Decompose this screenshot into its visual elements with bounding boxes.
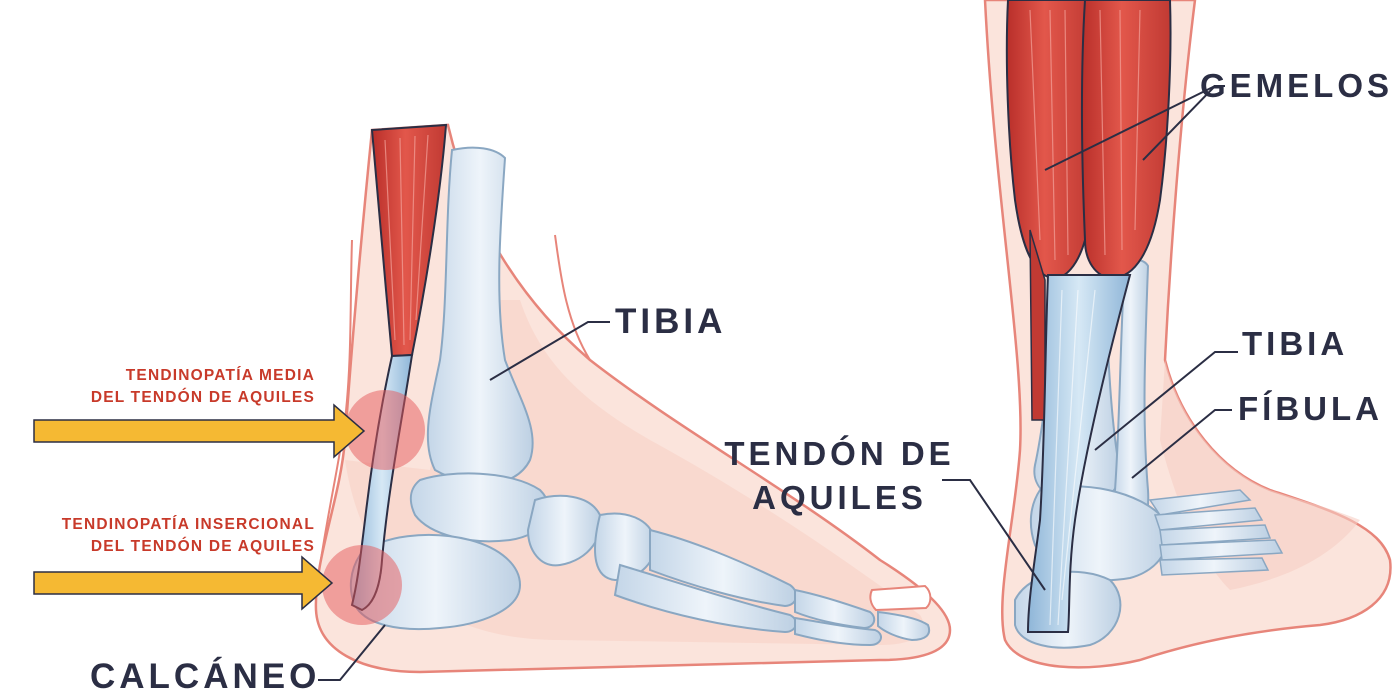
toenail — [869, 584, 932, 612]
label-achilles-line2: AQUILES — [752, 479, 927, 516]
leader-fibula — [1131, 409, 1232, 479]
label-insertional-line1: TENDINOPATÍA INSERCIONAL — [61, 516, 315, 533]
label-tibia-left: TIBIA — [615, 302, 727, 341]
label-fibula: FÍBULA — [1238, 390, 1383, 427]
leader-tibia-right — [1094, 351, 1238, 451]
label-midportion-line1: TENDINOPATÍA MEDIA — [125, 367, 315, 384]
talus-bone — [409, 472, 550, 543]
label-insertional-line2: DEL TENDÓN DE AQUILES — [90, 538, 315, 555]
leader-gemelos-2 — [1142, 85, 1225, 161]
label-achilles-line1: TENDÓN DE — [724, 435, 955, 472]
leg-skin-outline-front — [554, 234, 591, 361]
label-calcaneo: CALCÁNEO — [90, 657, 321, 696]
side-view-foot — [33, 123, 952, 681]
arrow-insertional — [33, 555, 334, 611]
arrow-midportion — [33, 403, 366, 459]
leader-gemelos-1 — [1044, 85, 1216, 171]
label-tibia-right: TIBIA — [1242, 325, 1349, 362]
insertional-highlight — [322, 545, 402, 625]
leader-calcaneo — [318, 624, 386, 681]
label-midportion-line2: DEL TENDÓN DE AQUILES — [90, 389, 315, 406]
label-insertional-tendinopathy: TENDINOPATÍA INSERCIONAL DEL TENDÓN DE A… — [62, 514, 315, 558]
midportion-highlight — [345, 390, 425, 470]
label-midportion-tendinopathy: TENDINOPATÍA MEDIA DEL TENDÓN DE AQUILES — [91, 365, 315, 409]
leader-achilles — [942, 479, 1046, 591]
leader-tibia-left — [489, 321, 610, 381]
label-gemelos: GEMELOS — [1200, 67, 1394, 104]
tibia-bone-left — [426, 146, 534, 485]
rear-view-leg — [942, 0, 1392, 669]
label-achilles-tendon: TENDÓN DE AQUILES — [712, 432, 967, 520]
